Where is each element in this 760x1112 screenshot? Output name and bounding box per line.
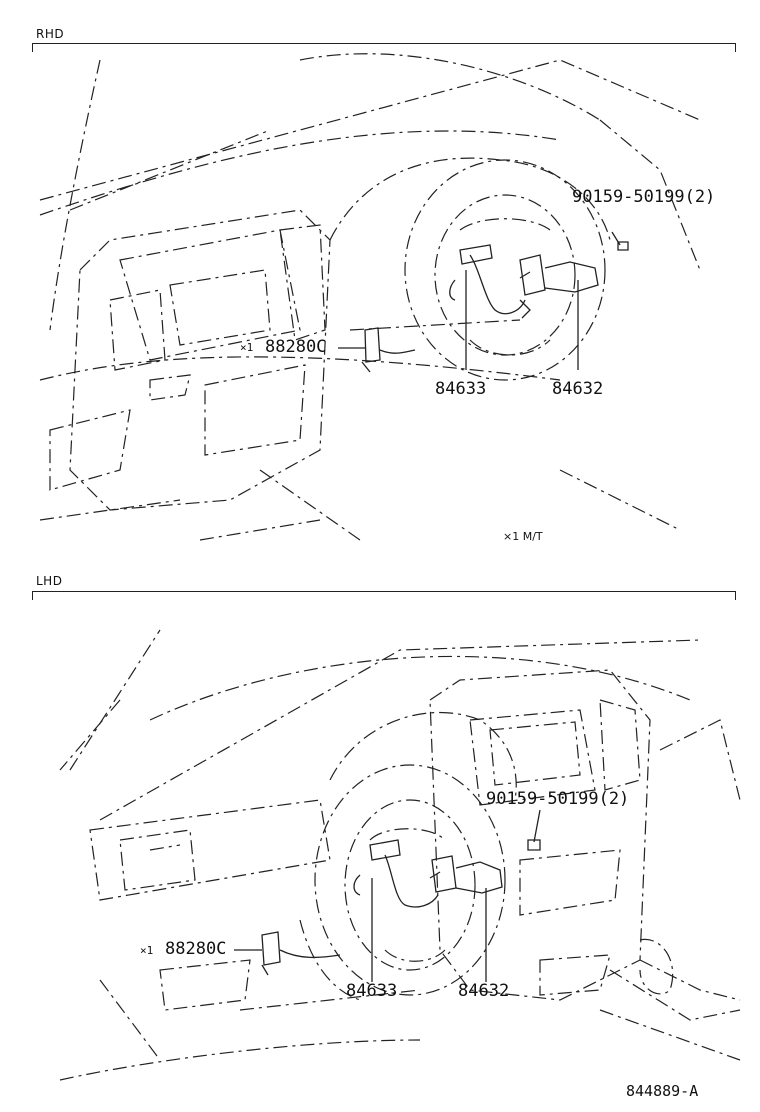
rhd-footnote: ×1 M/T — [503, 530, 543, 543]
rhd-switch-callout: 84632 — [552, 379, 604, 399]
rhd-screw-callout: 90159-50199(2) — [572, 187, 716, 207]
lhd-relay-callout: 88280C — [165, 939, 227, 959]
lhd-screw-callout: 90159-50199(2) — [486, 789, 630, 809]
catalog-code: 844889-A — [626, 1082, 699, 1100]
lhd-harness-callout: 84633 — [346, 981, 398, 1001]
lhd-section-title: LHD — [36, 574, 63, 588]
lhd-switch-callout: 84632 — [458, 981, 510, 1001]
rhd-relay-callout: 88280C — [265, 337, 327, 357]
lhd-section-frame — [32, 591, 736, 600]
rhd-section-frame — [32, 43, 736, 52]
rhd-dashboard-illustration — [39, 53, 701, 541]
rhd-harness-callout: 84633 — [435, 379, 487, 399]
rhd-relay-mark: ×1 — [240, 341, 254, 354]
rhd-section-title: RHD — [36, 27, 65, 41]
lhd-relay-mark: ×1 — [140, 944, 154, 957]
